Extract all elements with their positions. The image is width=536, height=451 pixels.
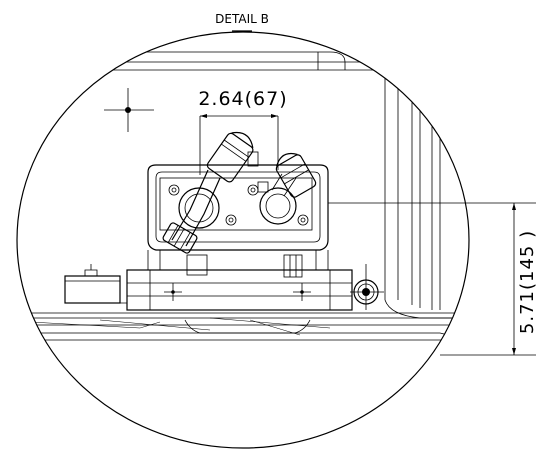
center-mark-crosshair [104,88,154,132]
horizontal-dimension-label: 2.64(67) [198,88,287,110]
vertical-dimension: 5.71(145 ) [328,202,536,356]
detail-circle [16,31,470,449]
horizontal-dimension: 2.64(67) [198,88,287,175]
detail-title: DETAIL B [215,12,269,26]
vertical-dimension-label: 5.71(145 ) [517,230,536,334]
